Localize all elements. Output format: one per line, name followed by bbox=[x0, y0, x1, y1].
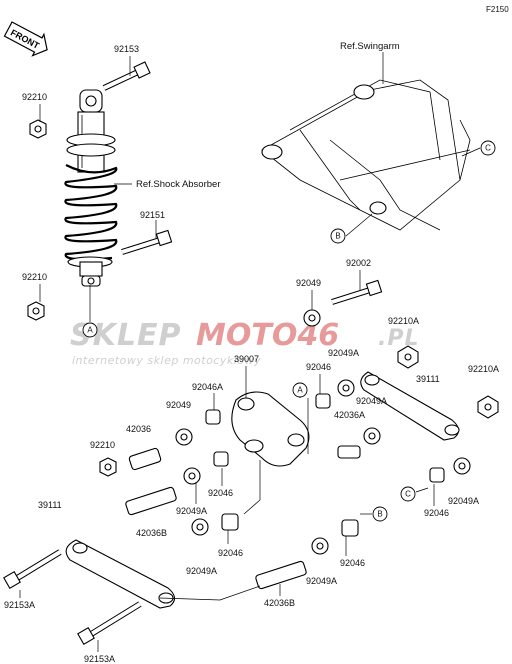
bearing-92046-e bbox=[341, 519, 359, 537]
label-92049A-f: 92049A bbox=[306, 576, 337, 586]
label-92049A-a: 92049A bbox=[328, 348, 359, 358]
label-92210-low: 92210 bbox=[90, 440, 115, 450]
washer-92049-top bbox=[303, 309, 321, 327]
bolt-92153A-left bbox=[3, 549, 62, 589]
nut-92210-mid bbox=[27, 301, 45, 321]
label-92046A: 92046A bbox=[192, 382, 223, 392]
callout-C-lower-letter: C bbox=[405, 490, 411, 499]
collar-42036B-bottom bbox=[255, 560, 307, 590]
shock-absorber bbox=[64, 89, 118, 287]
tie-rod-39111-left bbox=[65, 539, 176, 609]
callout-B-lower-letter: B bbox=[377, 510, 382, 519]
label-42036A: 42036A bbox=[334, 410, 365, 420]
bearing-92046-d bbox=[221, 513, 239, 531]
label-92210A-top: 92210A bbox=[388, 316, 419, 326]
nut-92210A-top bbox=[397, 345, 419, 369]
label-92046-e: 92046 bbox=[340, 558, 365, 568]
nut-92210-low bbox=[99, 457, 117, 477]
bolt-92153A-bottom bbox=[77, 601, 142, 645]
bearing-92046-c bbox=[429, 467, 445, 483]
bolt-92002 bbox=[331, 279, 383, 305]
label-92210-mid: 92210 bbox=[22, 272, 47, 282]
callout-A-upper: A bbox=[82, 322, 98, 338]
collar-42036B-left bbox=[125, 486, 177, 516]
ref-shock-absorber-label: Ref.Shock Absorber bbox=[136, 179, 221, 190]
rocker-arm-39007 bbox=[231, 391, 310, 467]
tie-rod-39111-right bbox=[360, 371, 460, 441]
nut-92210-top bbox=[29, 119, 47, 139]
callout-C-upper-letter: C bbox=[485, 144, 491, 153]
collar-42036A bbox=[337, 445, 361, 459]
part-labels: 92153 92210 92151 92210 92002 92049 9221… bbox=[4, 44, 499, 664]
bolt-92151 bbox=[121, 229, 173, 255]
label-92046-c: 92046 bbox=[424, 508, 449, 518]
label-39111-right: 39111 bbox=[416, 374, 440, 384]
callout-B-upper-letter: B bbox=[335, 232, 340, 241]
label-92002: 92002 bbox=[346, 258, 371, 268]
label-42036-left: 42036 bbox=[126, 424, 151, 434]
label-92049A-c: 92049A bbox=[176, 506, 207, 516]
seal-92049A-b bbox=[363, 427, 381, 445]
label-92046-b: 92046 bbox=[208, 488, 233, 498]
label-39111-left: 39111 bbox=[38, 500, 62, 510]
label-92210A-right: 92210A bbox=[468, 364, 499, 374]
washer-92049-mid bbox=[175, 428, 193, 446]
seal-92049A-a bbox=[337, 379, 355, 397]
seal-92049A-e bbox=[191, 518, 209, 536]
label-92153A-bottom: 92153A bbox=[84, 654, 115, 664]
bearing-92046-a bbox=[315, 393, 331, 409]
callout-A-upper-letter: A bbox=[87, 326, 93, 335]
ref-swingarm-label: Ref.Swingarm bbox=[340, 41, 400, 52]
nut-92210A-right bbox=[477, 395, 499, 419]
label-92049A-d: 92049A bbox=[448, 496, 479, 506]
label-92046-a: 92046 bbox=[306, 362, 331, 372]
label-92046-d: 92046 bbox=[218, 548, 243, 558]
swingarm-reference bbox=[261, 79, 471, 231]
diagram-code: F2150 bbox=[486, 5, 509, 14]
label-42036B-left: 42036B bbox=[136, 528, 167, 538]
collar-92046A bbox=[205, 409, 221, 425]
callout-C-lower: C bbox=[400, 486, 416, 502]
collar-42036 bbox=[128, 447, 162, 471]
seal-92049A-f bbox=[311, 537, 329, 555]
label-92049A-b: 92049A bbox=[356, 396, 387, 406]
seal-92049A-d bbox=[453, 457, 471, 475]
label-92049-mid: 92049 bbox=[166, 400, 191, 410]
label-92210-top: 92210 bbox=[22, 92, 47, 102]
label-92153-top: 92153 bbox=[114, 44, 139, 54]
front-badge: FRONT bbox=[3, 21, 48, 57]
callout-C-upper: C bbox=[480, 140, 496, 156]
watermark-tagline: internetowy sklep motocyklowy bbox=[72, 354, 261, 367]
callout-B-upper: B bbox=[330, 228, 346, 244]
label-42036B-bottom: 42036B bbox=[264, 598, 295, 608]
label-92049A-e: 92049A bbox=[186, 566, 217, 576]
watermark-brand-c: .PL bbox=[378, 326, 420, 351]
label-92151: 92151 bbox=[140, 210, 165, 220]
seal-92049A-c bbox=[183, 467, 201, 485]
callout-A-lower-letter: A bbox=[297, 386, 303, 395]
label-39007: 39007 bbox=[234, 354, 259, 364]
callout-A-lower: A bbox=[292, 382, 308, 398]
bolt-92153-top bbox=[102, 61, 151, 91]
callout-B-lower: B bbox=[372, 506, 388, 522]
bearing-92046-b bbox=[213, 451, 229, 467]
label-92049-top: 92049 bbox=[296, 278, 321, 288]
label-92153A-left: 92153A bbox=[4, 600, 35, 610]
leader-lines bbox=[19, 52, 481, 652]
